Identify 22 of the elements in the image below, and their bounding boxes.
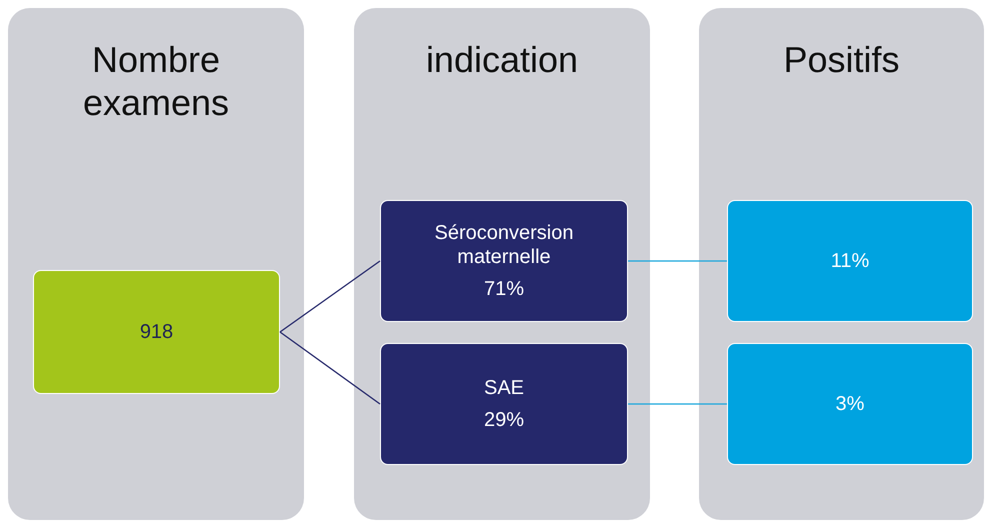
box-text: 918 xyxy=(140,320,174,344)
column-panel xyxy=(354,8,650,520)
connector-line xyxy=(628,260,727,262)
column-heading: indication xyxy=(426,38,578,82)
process-box xyxy=(727,200,973,322)
box-text: SAE xyxy=(484,376,524,400)
connector-line xyxy=(280,331,380,405)
box-text: 11% xyxy=(830,249,870,273)
box-text: 29% xyxy=(484,408,524,432)
column-panel xyxy=(8,8,304,520)
box-text: 71% xyxy=(484,277,524,301)
column-panel xyxy=(699,8,984,520)
box-text: 3% xyxy=(836,392,864,416)
process-box xyxy=(727,343,973,465)
process-box xyxy=(380,343,628,465)
process-box xyxy=(33,270,280,394)
box-text: Séroconversion maternelle xyxy=(434,221,574,269)
column-heading: Nombre examens xyxy=(82,38,230,124)
connector-line xyxy=(628,403,727,405)
process-box xyxy=(380,200,628,322)
connector-line xyxy=(280,260,380,333)
column-heading: Positifs xyxy=(783,38,900,82)
